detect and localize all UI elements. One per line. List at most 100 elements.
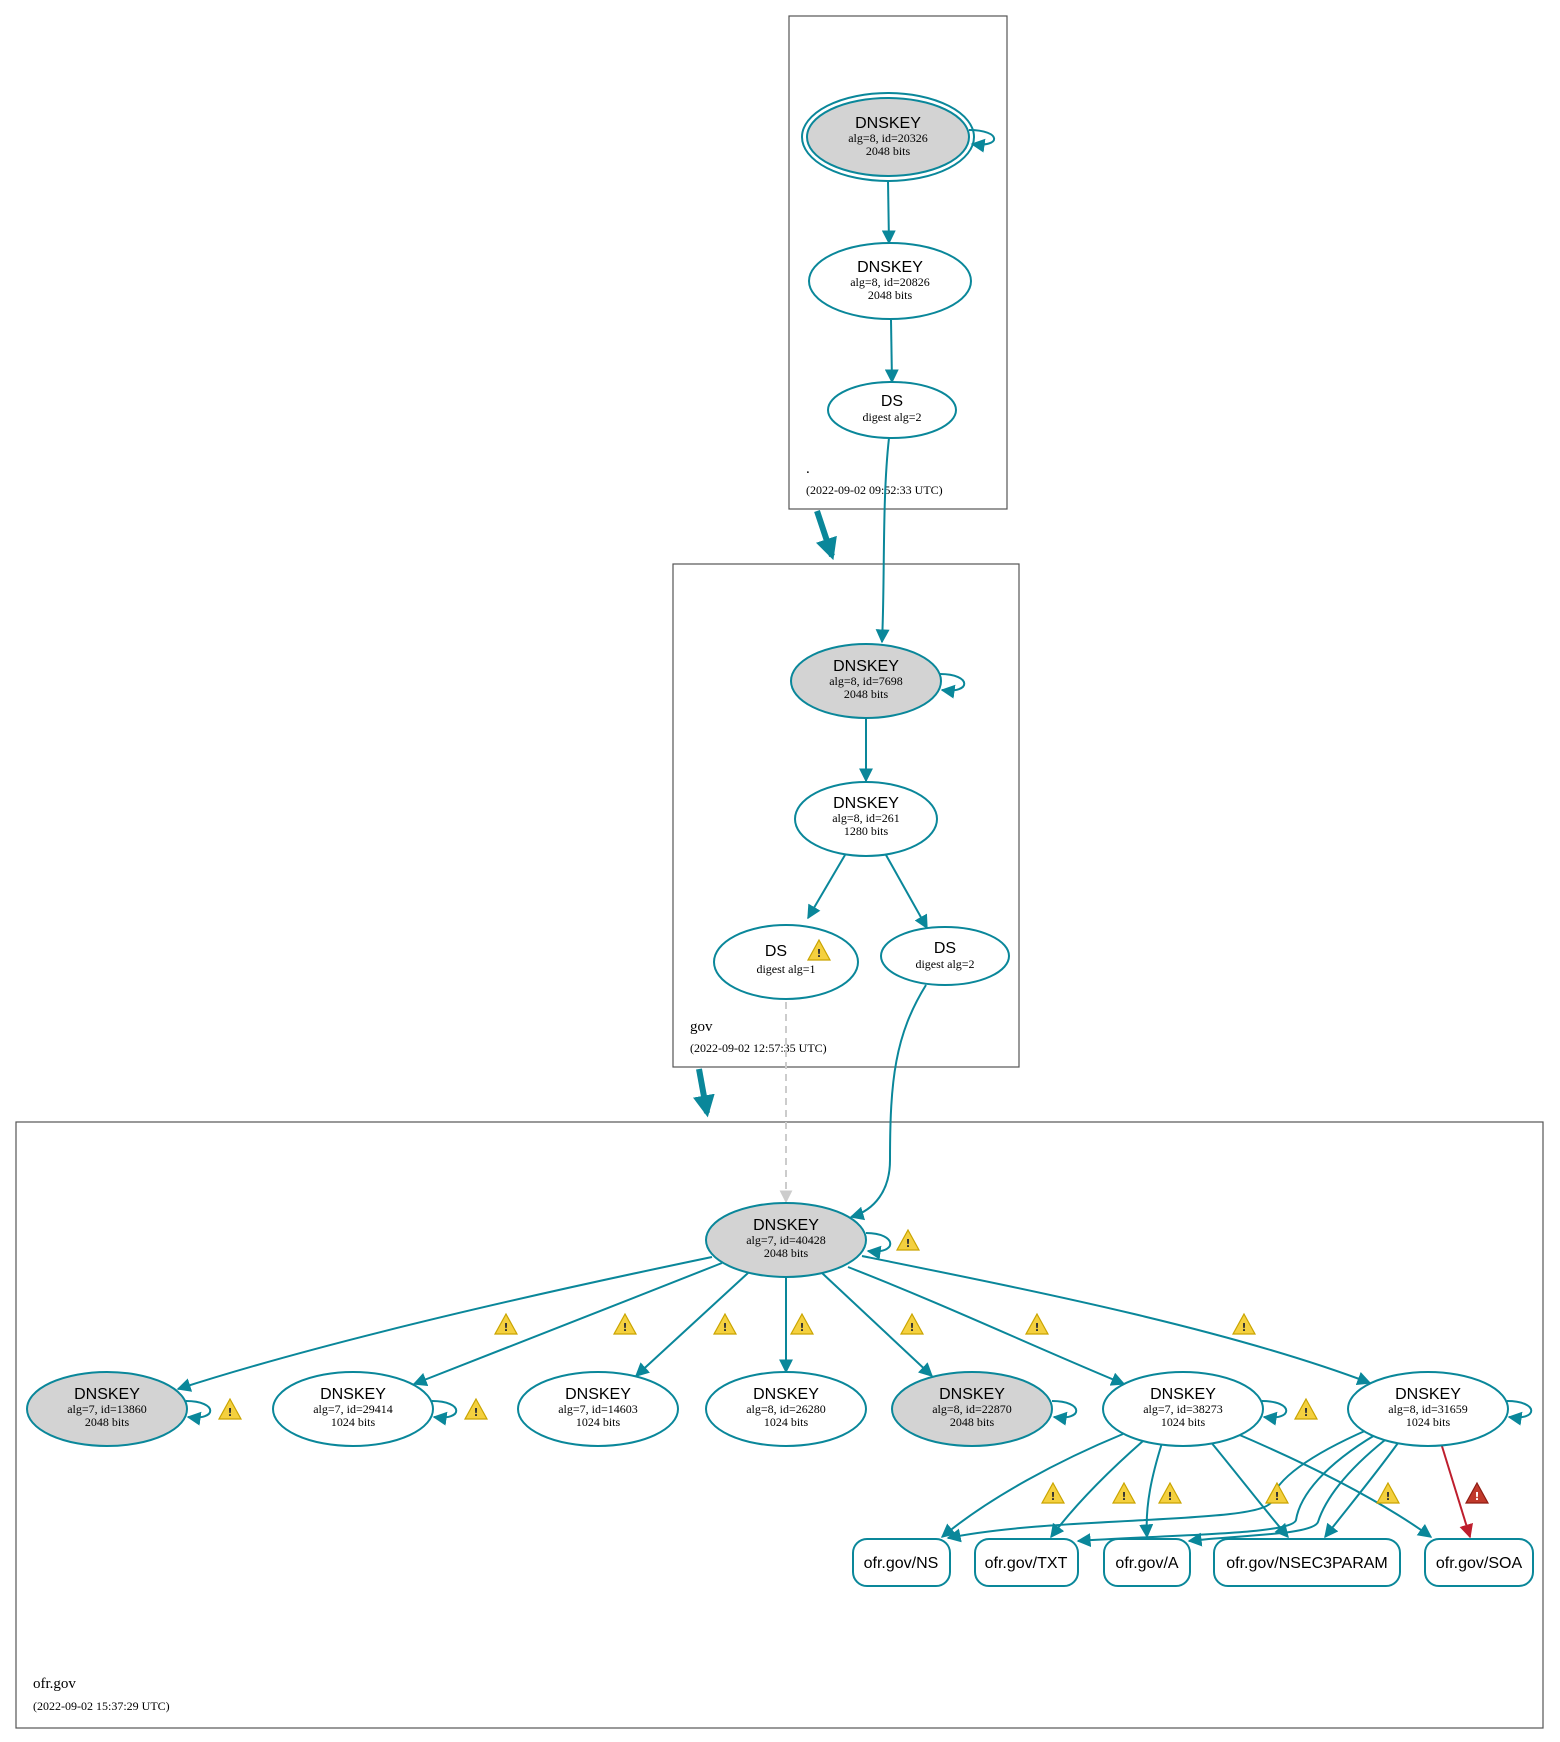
edge-31659-soa-error bbox=[1440, 1442, 1473, 1539]
node-38273-line2: 1024 bits bbox=[1161, 1415, 1206, 1429]
svg-text:!: ! bbox=[622, 1321, 627, 1334]
node-root-ksk-title: DNSKEY bbox=[855, 115, 921, 132]
rrset-ns[interactable]: ofr.gov/NS bbox=[852, 1538, 951, 1587]
edge-gov-ksk-self bbox=[939, 673, 966, 699]
node-29414-title: DNSKEY bbox=[320, 1386, 386, 1403]
node-root-zsk-title: DNSKEY bbox=[857, 259, 923, 276]
edge-13860-self bbox=[185, 1400, 212, 1426]
svg-text:!: ! bbox=[1474, 1490, 1479, 1503]
rrset-soa[interactable]: ofr.gov/SOA bbox=[1424, 1538, 1534, 1587]
edge-29414-self bbox=[431, 1400, 458, 1426]
svg-text:!: ! bbox=[1034, 1321, 1039, 1334]
node-root-ds[interactable]: DS digest alg=2 bbox=[827, 381, 957, 439]
warning-icon: ! bbox=[1157, 1481, 1183, 1504]
node-22870-line2: 2048 bits bbox=[950, 1415, 995, 1429]
svg-text:!: ! bbox=[1274, 1490, 1279, 1503]
svg-text:!: ! bbox=[1241, 1321, 1246, 1334]
warning-icon: ! bbox=[1231, 1312, 1257, 1335]
warning-icon: ! bbox=[493, 1312, 519, 1335]
zone-gov-name: gov bbox=[690, 1019, 713, 1035]
node-29414-line2: 1024 bits bbox=[331, 1415, 376, 1429]
node-14603-line2: 1024 bits bbox=[576, 1415, 621, 1429]
svg-text:!: ! bbox=[1385, 1490, 1390, 1503]
node-14603-title: DNSKEY bbox=[565, 1386, 631, 1403]
zone-ofr-box bbox=[15, 1121, 1544, 1729]
node-gov-ds1[interactable]: DS digest alg=1 ! bbox=[713, 924, 859, 1000]
node-gov-zsk[interactable]: DNSKEY alg=8, id=261 1280 bits bbox=[794, 781, 938, 857]
edge-gov-zsk-ds2 bbox=[885, 854, 928, 930]
svg-text:!: ! bbox=[722, 1321, 727, 1334]
node-gov-ksk-line2: 2048 bits bbox=[844, 687, 889, 701]
node-gov-ds1-title: DS bbox=[765, 943, 787, 960]
edge-31659-ns bbox=[946, 1429, 1368, 1543]
node-dnskey-29414[interactable]: DNSKEY alg=7, id=29414 1024 bits bbox=[272, 1371, 434, 1447]
node-dnskey-22870[interactable]: DNSKEY alg=8, id=22870 2048 bits bbox=[891, 1371, 1053, 1447]
warning-icon: ! bbox=[1111, 1481, 1137, 1504]
node-gov-ksk-line1: alg=8, id=7698 bbox=[829, 674, 903, 688]
edge-38273-soa bbox=[1234, 1432, 1433, 1538]
edge-gov-ds2-ofr-ksk bbox=[849, 984, 927, 1221]
rrset-a-label: ofr.gov/A bbox=[1115, 1555, 1178, 1572]
node-gov-ds1-line1: digest alg=1 bbox=[756, 962, 815, 976]
rrset-a[interactable]: ofr.gov/A bbox=[1103, 1538, 1191, 1587]
svg-text:!: ! bbox=[503, 1321, 508, 1334]
node-root-zsk[interactable]: DNSKEY alg=8, id=20826 2048 bits bbox=[808, 242, 972, 320]
rrset-soa-label: ofr.gov/SOA bbox=[1436, 1555, 1523, 1572]
edge-ofr-ksk-38273 bbox=[847, 1266, 1126, 1386]
svg-text:!: ! bbox=[473, 1406, 478, 1419]
warning-icon: ! bbox=[1024, 1312, 1050, 1335]
node-dnskey-38273[interactable]: DNSKEY alg=7, id=38273 1024 bits bbox=[1102, 1371, 1264, 1447]
zone-root-timestamp: (2022-09-02 09:52:33 UTC) bbox=[806, 483, 943, 497]
edge-31659-txt bbox=[1076, 1434, 1376, 1548]
error-icon: ! bbox=[1464, 1481, 1490, 1504]
node-31659-line1: alg=8, id=31659 bbox=[1388, 1402, 1468, 1416]
edge-root-ksk-self bbox=[968, 129, 996, 153]
edge-31659-self bbox=[1506, 1400, 1533, 1426]
rrset-nsec3param[interactable]: ofr.gov/NSEC3PARAM bbox=[1213, 1538, 1401, 1587]
rrset-ns-label: ofr.gov/NS bbox=[864, 1555, 939, 1572]
node-gov-ksk[interactable]: DNSKEY alg=8, id=7698 2048 bits bbox=[790, 643, 942, 719]
zone-root-box bbox=[788, 15, 1008, 510]
node-26280-line1: alg=8, id=26280 bbox=[746, 1402, 826, 1416]
node-root-zsk-line1: alg=8, id=20826 bbox=[850, 275, 930, 289]
svg-text:!: ! bbox=[816, 947, 821, 960]
delegation-gov-ofr-edge bbox=[693, 1068, 715, 1118]
warning-icon: ! bbox=[806, 938, 832, 961]
edge-root-ds-gov-ksk bbox=[875, 437, 890, 644]
edge-ofr-ksk-14603 bbox=[634, 1272, 749, 1377]
edge-22870-self bbox=[1051, 1400, 1078, 1426]
node-root-ds-line1: digest alg=2 bbox=[862, 410, 921, 424]
node-31659-title: DNSKEY bbox=[1395, 1386, 1461, 1403]
warning-icon: ! bbox=[1264, 1481, 1290, 1504]
warning-icon: ! bbox=[712, 1312, 738, 1335]
rrset-nsec3param-label: ofr.gov/NSEC3PARAM bbox=[1226, 1555, 1388, 1572]
node-13860-line2: 2048 bits bbox=[85, 1415, 130, 1429]
svg-text:!: ! bbox=[1121, 1490, 1126, 1503]
node-gov-zsk-line2: 1280 bits bbox=[844, 824, 889, 838]
node-dnskey-14603[interactable]: DNSKEY alg=7, id=14603 1024 bits bbox=[517, 1371, 679, 1447]
edge-31659-a bbox=[1187, 1439, 1386, 1547]
rrset-txt[interactable]: ofr.gov/TXT bbox=[974, 1538, 1079, 1587]
node-dnskey-26280[interactable]: DNSKEY alg=8, id=26280 1024 bits bbox=[705, 1371, 867, 1447]
warning-icon: ! bbox=[1293, 1397, 1319, 1420]
warning-icon: ! bbox=[1040, 1481, 1066, 1504]
node-22870-title: DNSKEY bbox=[939, 1386, 1005, 1403]
svg-text:!: ! bbox=[1303, 1406, 1308, 1419]
zone-gov-timestamp: (2022-09-02 12:57:35 UTC) bbox=[690, 1041, 827, 1055]
node-dnskey-31659[interactable]: DNSKEY alg=8, id=31659 1024 bits bbox=[1347, 1371, 1509, 1447]
node-26280-line2: 1024 bits bbox=[764, 1415, 809, 1429]
node-13860-title: DNSKEY bbox=[74, 1386, 140, 1403]
edge-38273-ns bbox=[940, 1433, 1124, 1538]
svg-text:!: ! bbox=[909, 1321, 914, 1334]
node-root-ksk[interactable]: DNSKEY alg=8, id=20326 2048 bits bbox=[801, 92, 975, 182]
edge-root-ksk-zsk bbox=[881, 180, 896, 245]
node-gov-ds2[interactable]: DS digest alg=2 bbox=[880, 926, 1010, 986]
warning-icon: ! bbox=[463, 1397, 489, 1420]
node-gov-zsk-title: DNSKEY bbox=[833, 795, 899, 812]
edge-31659-nsec3param bbox=[1324, 1442, 1399, 1539]
node-dnskey-13860[interactable]: DNSKEY alg=7, id=13860 2048 bits bbox=[26, 1371, 188, 1447]
warning-icon: ! bbox=[612, 1312, 638, 1335]
svg-text:!: ! bbox=[799, 1321, 804, 1334]
node-ofr-ksk[interactable]: DNSKEY alg=7, id=40428 2048 bits bbox=[705, 1202, 867, 1278]
svg-text:!: ! bbox=[1167, 1490, 1172, 1503]
